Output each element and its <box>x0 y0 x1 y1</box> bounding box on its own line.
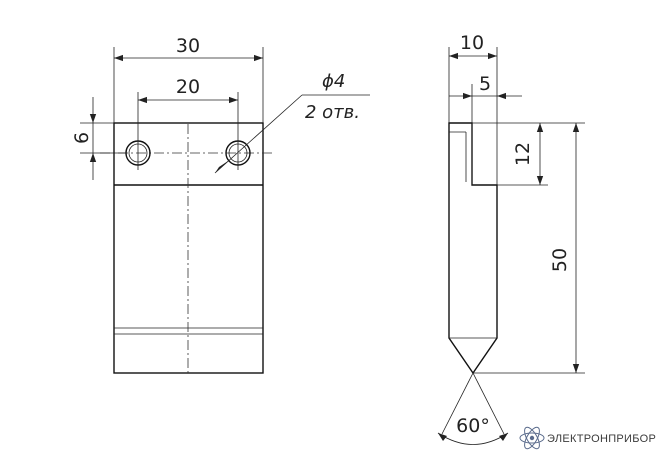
dim-step-height-label: 12 <box>512 142 534 166</box>
dim-step: 5 <box>449 73 522 123</box>
dim-height: 50 <box>473 123 585 374</box>
dim-hole-offset-label: 6 <box>71 132 93 144</box>
dim-hole-spacing: 20 <box>138 76 238 104</box>
hole-callout-diameter: ϕ4 <box>322 71 345 92</box>
dim-overall-width-label: 30 <box>176 35 200 57</box>
dim-height-label: 50 <box>549 248 571 272</box>
dim-angle-label: 60° <box>456 415 490 437</box>
dim-thickness-label: 10 <box>460 32 484 54</box>
dim-overall-width: 30 <box>113 35 264 123</box>
hole-callout-count: 2 отв. <box>305 102 360 123</box>
hole-right <box>225 92 251 170</box>
hole-callout: ϕ4 2 отв. <box>214 71 370 174</box>
dim-step-height: 12 <box>472 122 585 186</box>
hole-left <box>125 92 151 170</box>
atom-icon <box>519 426 545 450</box>
side-outline <box>448 122 498 375</box>
dim-hole-offset: 6 <box>71 97 126 180</box>
dim-step-label: 5 <box>479 73 491 95</box>
front-outline <box>113 122 264 374</box>
front-view: 30 20 6 ϕ4 2 отв. <box>71 35 370 374</box>
side-view: 10 5 12 50 60° <box>437 32 585 445</box>
dim-hole-spacing-label: 20 <box>176 76 200 98</box>
dim-thickness: 10 <box>448 32 498 185</box>
company-logo: ЭЛЕКТРОНПРИБОР <box>519 426 656 450</box>
dim-angle: 60° <box>437 372 509 445</box>
logo-text: ЭЛЕКТРОНПРИБОР <box>547 433 656 445</box>
